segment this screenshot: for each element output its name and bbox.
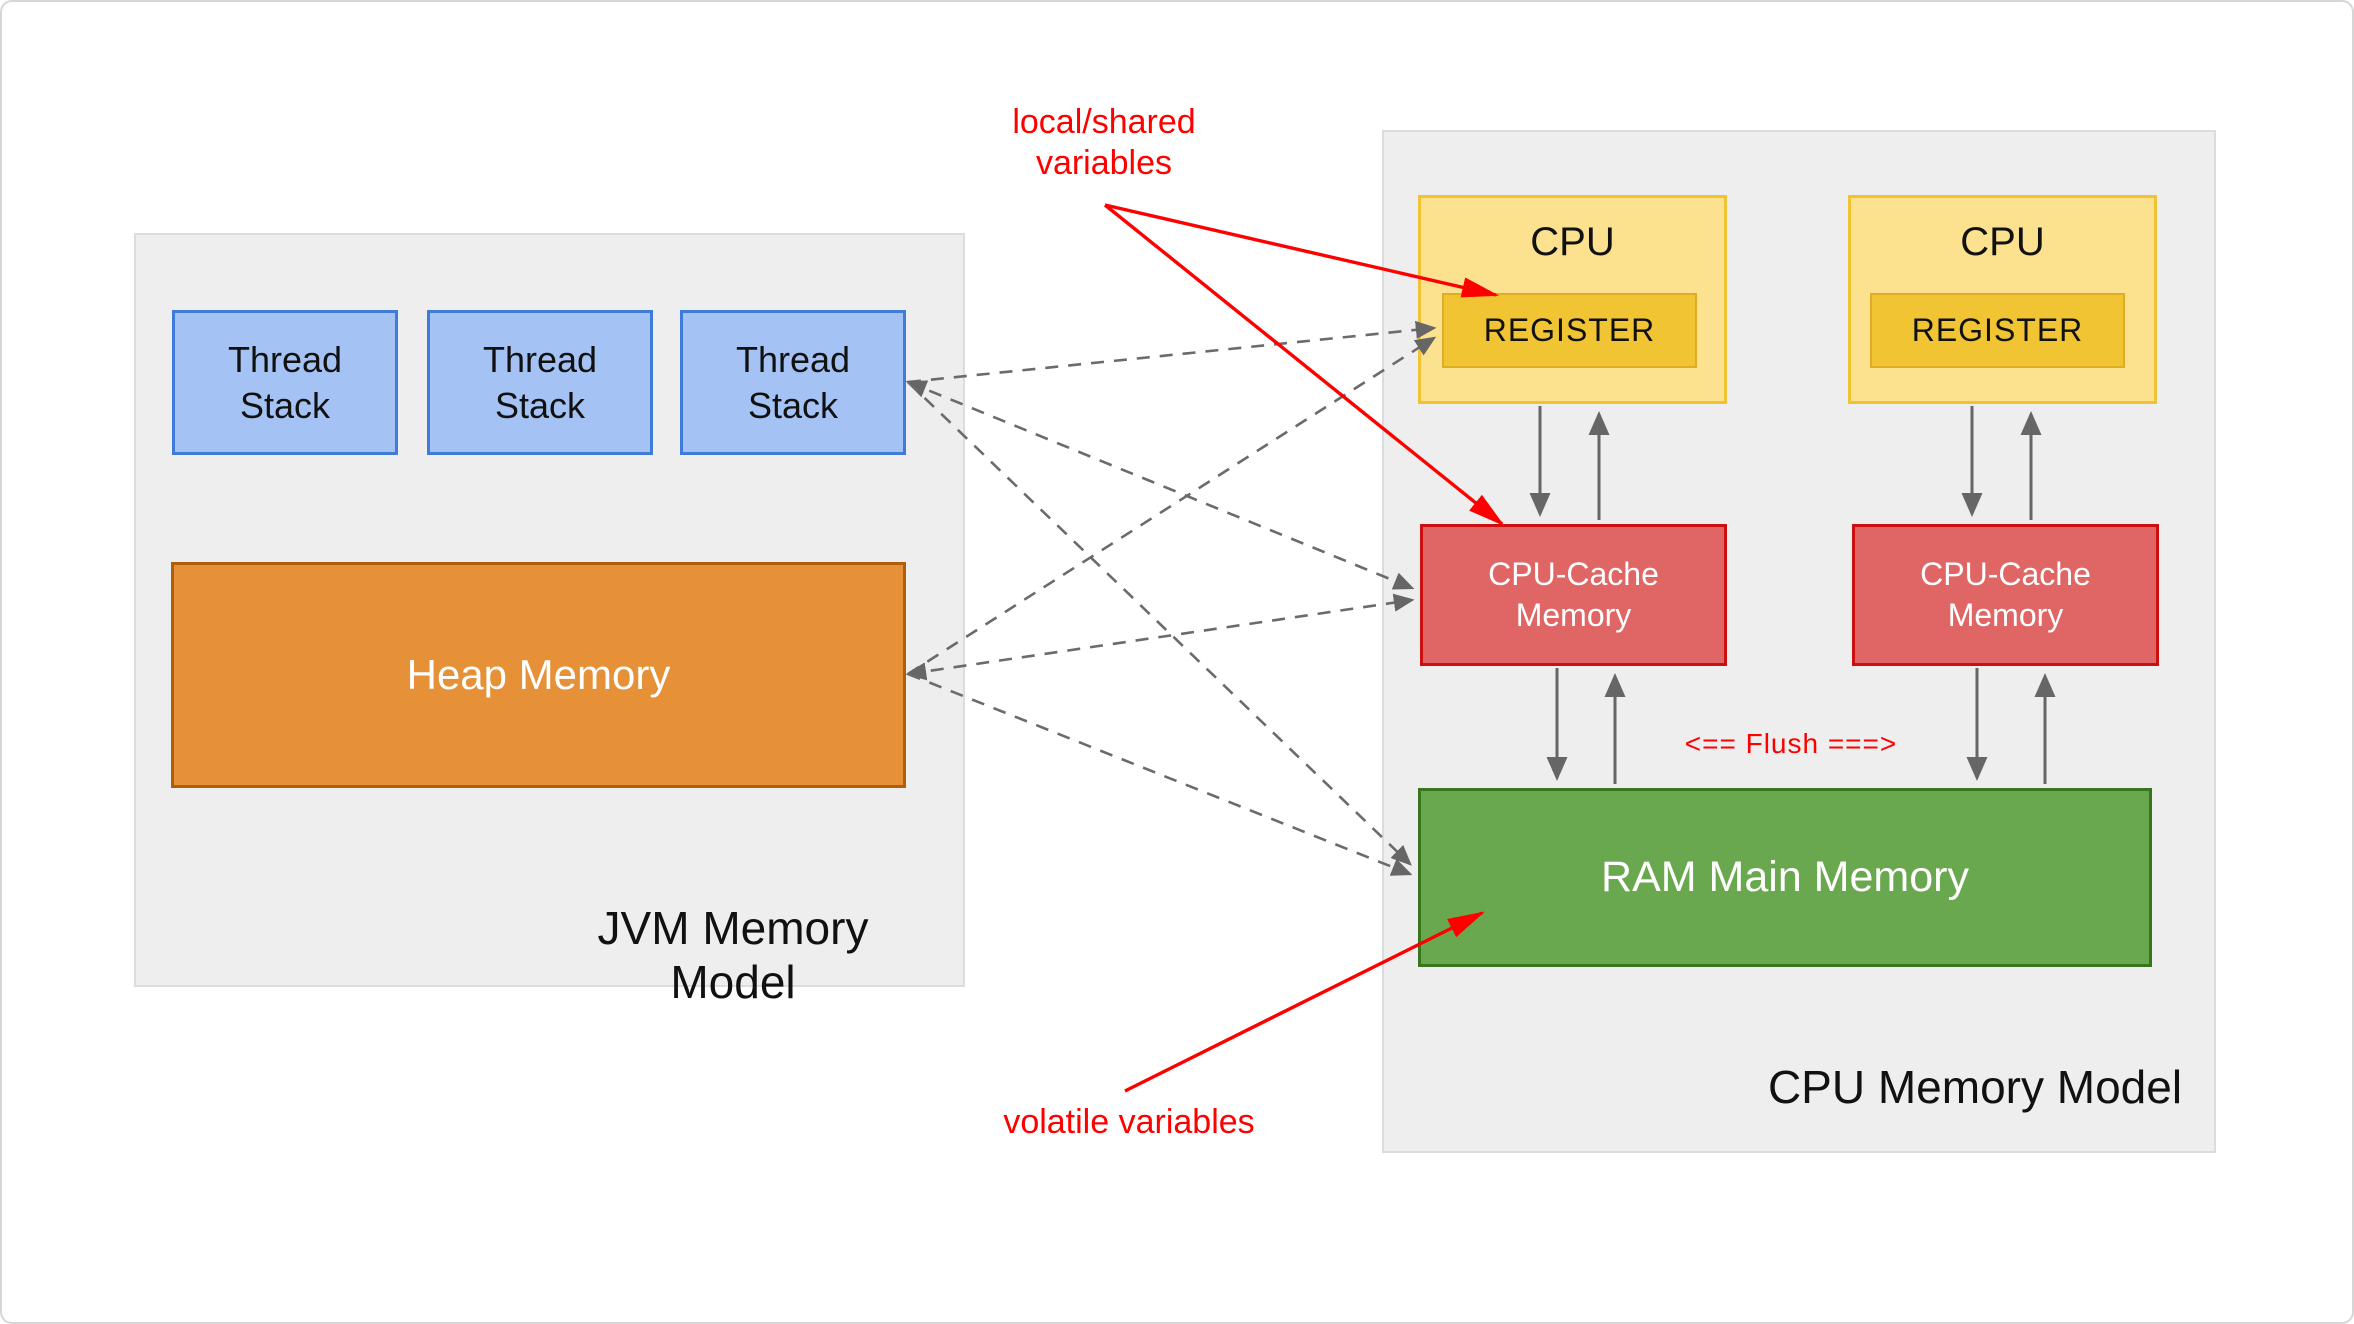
cpu-panel-title: CPU Memory Model [1767,1061,2183,1113]
dashed-arrow-thread-to-ram [907,381,1412,866]
cpu-cache-box-1: CPU-Cache Memory [1420,524,1727,666]
volatile-variables-annotation: volatile variables [1003,1103,1255,1141]
local-shared-variables-annotation: local/shared variables [1012,103,1196,182]
jvm-panel-title: JVM Memory Model [597,902,869,1008]
dashed-arrow-thread-to-cache [905,380,1415,590]
ram-main-memory-label: RAM Main Memory [1601,853,1969,901]
dashed-arrow-thread-to-register [907,320,1437,384]
thread-stack-label: Thread Stack [482,338,598,426]
cpu-label: CPU [1530,220,1615,264]
register-box-2: REGISTER [1870,293,2125,368]
thread-stack-label: Thread Stack [227,338,343,426]
thread-stack-box-1: Thread Stack [172,310,398,455]
heap-memory-label: Heap Memory [406,651,671,698]
register-label: REGISTER [1483,312,1656,348]
register-label: REGISTER [1911,312,2084,348]
ram-main-memory-box: RAM Main Memory [1418,788,2152,967]
cpu-cache-label: CPU-Cache Memory [1920,556,2091,633]
dashed-arrow-heap-to-register [907,336,1437,676]
dashed-arrow-heap-to-cache [905,593,1415,681]
cpu-cache-label: CPU-Cache Memory [1488,556,1659,633]
flush-annotation: <== Flush ===> [1684,728,1898,759]
cpu-label: CPU [1960,220,2045,264]
heap-memory-box: Heap Memory [171,562,906,788]
thread-stack-box-2: Thread Stack [427,310,653,455]
register-box-1: REGISTER [1442,293,1697,368]
dashed-arrow-heap-to-ram [907,672,1413,876]
cpu-cache-box-2: CPU-Cache Memory [1852,524,2159,666]
thread-stack-label: Thread Stack [735,338,851,426]
thread-stack-box-3: Thread Stack [680,310,906,455]
